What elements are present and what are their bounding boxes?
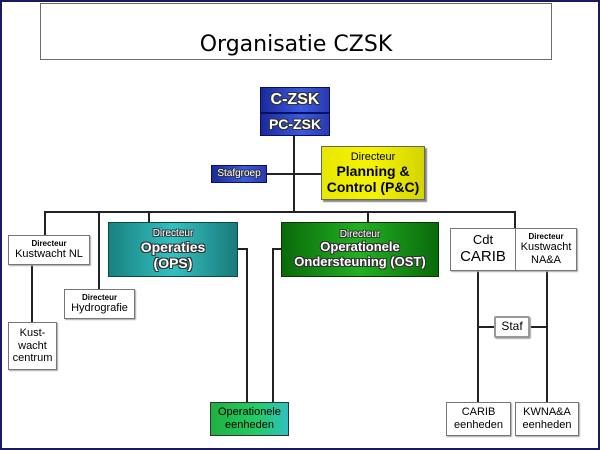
- pczsk-label: PC-ZSK: [268, 116, 322, 133]
- ost-line1: Operationele: [320, 239, 400, 255]
- connector-line: [530, 326, 547, 328]
- kustwacht-naa-line1: Kustwacht: [520, 241, 572, 254]
- kwnaa-eenheden-line1: KWNA&A: [523, 406, 571, 419]
- carib-eenheden-line2: eenheden: [454, 419, 503, 431]
- hydrografie-name: Hydrografie: [71, 302, 128, 315]
- connector-line: [237, 248, 247, 250]
- staf-label: Staf: [501, 319, 523, 334]
- connector-line: [272, 248, 274, 403]
- carib-line2: CARIB: [460, 248, 506, 266]
- kustwacht-centrum-line1: Kust-: [19, 327, 46, 340]
- stafgroep-label: Stafgroep: [217, 168, 261, 180]
- kustwacht-nl-pre: Directeur: [31, 239, 67, 249]
- connector-line: [367, 211, 369, 223]
- pc-pre: Directeur: [350, 150, 396, 163]
- kustwacht-centrum-line3: centrum: [12, 352, 53, 365]
- kwnaa-eenheden-box: KWNA&A eenheden: [515, 402, 579, 436]
- kwnaa-eenheden-line2: eenheden: [522, 419, 572, 431]
- connector-line: [44, 211, 46, 236]
- connector-line: [477, 326, 495, 328]
- czsk-label: C-ZSK: [270, 90, 320, 108]
- ops-line2: (OPS): [153, 255, 193, 272]
- kustwacht-centrum-box: Kust- wacht centrum: [8, 322, 57, 370]
- kustwacht-naa-box: Directeur Kustwacht NA&A: [515, 228, 577, 271]
- pczsk-box: PC-ZSK: [260, 113, 330, 136]
- title-box: Organisatie CZSK: [40, 3, 552, 60]
- kustwacht-naa-line2: NA&A: [531, 254, 561, 267]
- hydrografie-box: Directeur Hydrografie: [64, 289, 135, 319]
- kustwacht-nl-box: Directeur Kustwacht NL: [8, 235, 90, 265]
- pc-line2: Control (P&C): [326, 179, 420, 196]
- connector-line: [31, 264, 33, 322]
- stafgroep-box: Stafgroep: [211, 165, 267, 183]
- ops-line1: Operaties: [140, 239, 206, 256]
- op-eenheden-line1: Operationele: [218, 406, 281, 419]
- connector-line: [272, 248, 282, 250]
- connector-line: [148, 211, 150, 223]
- pc-line1: Planning &: [336, 163, 410, 180]
- hydrografie-pre: Directeur: [81, 293, 118, 303]
- ops-box: Directeur Operaties (OPS): [108, 222, 238, 277]
- operationele-eenheden-box: Operationele eenheden: [210, 402, 289, 436]
- kustwacht-naa-pre: Directeur: [528, 232, 564, 242]
- connector-line: [44, 211, 516, 213]
- connector-line: [546, 270, 548, 403]
- carib-eenheden-box: CARIB eenheden: [446, 402, 511, 436]
- kustwacht-centrum-line2: wacht: [18, 339, 47, 352]
- connector-line: [514, 211, 516, 229]
- op-eenheden-line2: eenheden: [225, 419, 274, 431]
- carib-box: Cdt CARIB: [450, 228, 516, 271]
- pc-box: Directeur Planning & Control (P&C): [321, 146, 425, 200]
- connector-line: [98, 211, 100, 290]
- ops-pre: Directeur: [152, 227, 194, 239]
- czsk-box: C-ZSK: [260, 87, 330, 113]
- ost-pre: Directeur: [339, 228, 381, 240]
- page-title: Organisatie CZSK: [199, 32, 393, 57]
- kustwacht-nl-name: Kustwacht NL: [15, 248, 83, 261]
- carib-line1: Cdt: [472, 232, 494, 248]
- carib-eenheden-line1: CARIB: [461, 406, 496, 419]
- staf-box: Staf: [494, 316, 530, 338]
- ost-line2: Ondersteuning (OST): [294, 254, 426, 270]
- connector-line: [477, 270, 479, 403]
- ost-box: Directeur Operationele Ondersteuning (OS…: [281, 222, 439, 277]
- connector-line: [266, 173, 322, 175]
- connector-line: [246, 248, 248, 403]
